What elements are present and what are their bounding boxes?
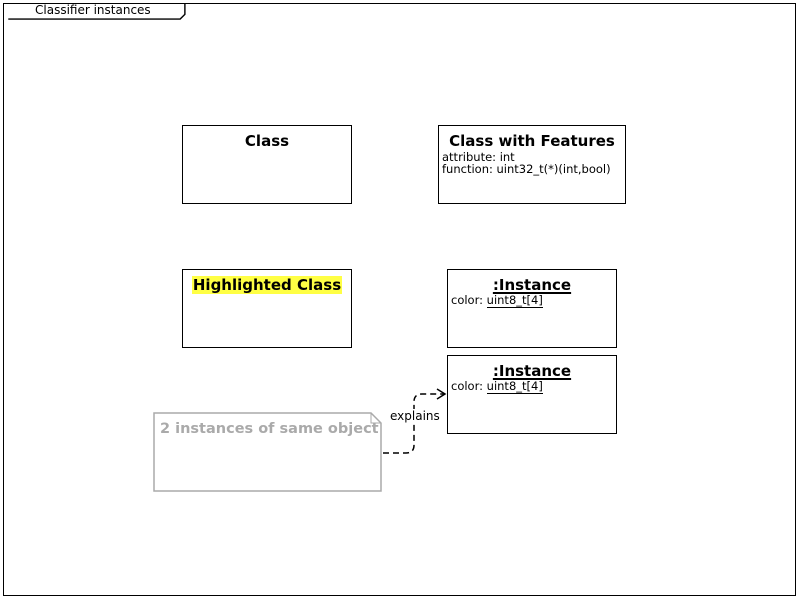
class-box[interactable]: Class xyxy=(182,125,352,204)
attribute-line: attribute: int xyxy=(442,150,515,164)
instance-attr-prefix: color: xyxy=(451,379,487,393)
instance-title: :Instance xyxy=(492,362,572,380)
highlighted-class-box[interactable]: Highlighted Class xyxy=(182,269,352,348)
instance-attribute: color: uint8_t[4] xyxy=(451,379,543,394)
instance-attr-type: uint8_t[4] xyxy=(486,293,543,308)
class-with-features-box[interactable]: Class with Features attribute: int funct… xyxy=(438,125,626,204)
instance-title-wrap: :Instance xyxy=(448,362,616,380)
instance-attribute: color: uint8_t[4] xyxy=(451,293,543,308)
instance-title-wrap: :Instance xyxy=(448,276,616,294)
frame-tab xyxy=(8,3,186,20)
class-title: Class xyxy=(244,132,290,150)
connector-label: explains xyxy=(388,409,442,423)
frame-title: Classifier instances xyxy=(35,3,151,17)
instance-box[interactable]: :Instance color: uint8_t[4] xyxy=(447,269,617,348)
diagram-frame xyxy=(3,3,796,596)
instance-title: :Instance xyxy=(492,276,572,294)
highlighted-class-title-wrap: Highlighted Class xyxy=(183,276,351,294)
note-text[interactable]: 2 instances of same object xyxy=(160,421,379,437)
instance-attr-type: uint8_t[4] xyxy=(486,379,543,394)
class-with-features-title: Class with Features xyxy=(449,132,615,150)
instance-box[interactable]: :Instance color: uint8_t[4] xyxy=(447,355,617,434)
highlighted-class-title: Highlighted Class xyxy=(191,276,343,294)
function-line: function: uint32_t(*)(int,bool) xyxy=(442,162,611,176)
instance-attr-prefix: color: xyxy=(451,293,487,307)
